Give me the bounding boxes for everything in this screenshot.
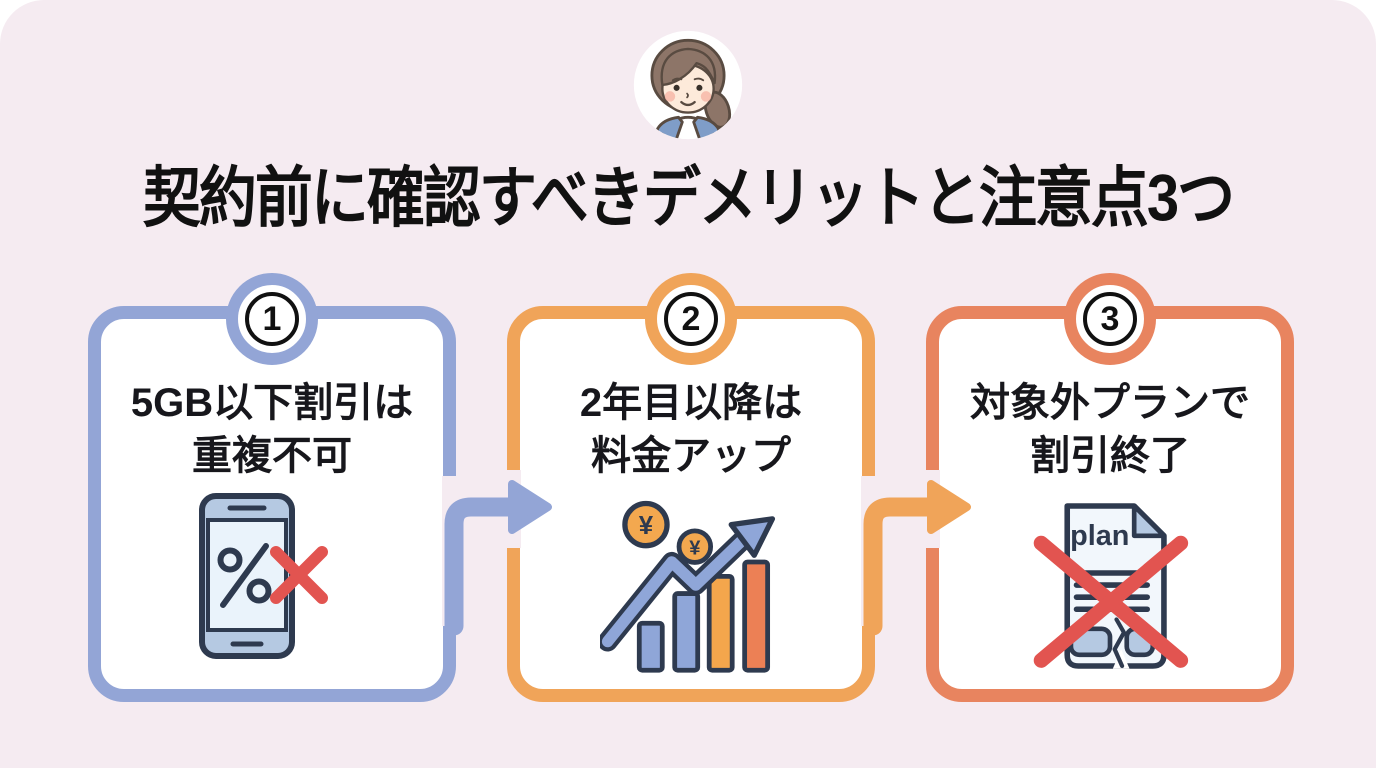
card-3-heading-line1: 対象外プランで — [970, 381, 1250, 425]
avatar — [631, 28, 745, 142]
card-2-heading-line2: 料金アップ — [591, 433, 791, 478]
card-1-heading-line2: 重複不可 — [192, 433, 352, 478]
card-2: 2 2年目以降は 料金アップ ¥ ¥ — [507, 273, 875, 702]
card-1: 1 5GB以下割引は 重複不可 — [88, 273, 456, 702]
arrow-card2-to-card3-icon — [863, 480, 971, 636]
arrow-card1-to-card2-icon — [444, 480, 552, 636]
yen-symbol: ¥ — [639, 512, 654, 540]
smartphone-discount-crossed-icon — [101, 492, 443, 669]
card-3-number: 3 — [1100, 300, 1120, 338]
card-2-number: 2 — [681, 300, 701, 338]
card-2-heading: 2年目以降は 料金アップ — [520, 377, 862, 483]
card-2-number-badge: 2 — [645, 273, 737, 365]
plan-document-crossed-icon: plan — [939, 493, 1281, 669]
plan-label: plan — [1070, 520, 1129, 552]
card-1-number-badge: 1 — [226, 273, 318, 365]
circled-number-icon: 2 — [664, 292, 718, 346]
circled-number-icon: 1 — [245, 292, 299, 346]
page-title: 契約前に確認すべきデメリットと注意点3つ — [142, 161, 1235, 236]
yen-symbol: ¥ — [689, 537, 701, 559]
rising-price-chart-icon: ¥ ¥ — [520, 493, 862, 673]
card-3: 3 対象外プランで 割引終了 plan — [926, 273, 1294, 702]
card-2-heading-line1: 2年目以降は — [579, 381, 803, 425]
card-3-number-badge: 3 — [1064, 273, 1156, 365]
woman-avatar-icon — [633, 30, 743, 140]
card-3-heading-line2: 割引終了 — [1030, 433, 1190, 478]
card-3-heading: 対象外プランで 割引終了 — [939, 377, 1281, 483]
card-1-heading: 5GB以下割引は 重複不可 — [101, 377, 443, 483]
card-1-number: 1 — [262, 300, 282, 338]
card-1-heading-line1: 5GB以下割引は — [130, 381, 414, 425]
circled-number-icon: 3 — [1083, 292, 1137, 346]
